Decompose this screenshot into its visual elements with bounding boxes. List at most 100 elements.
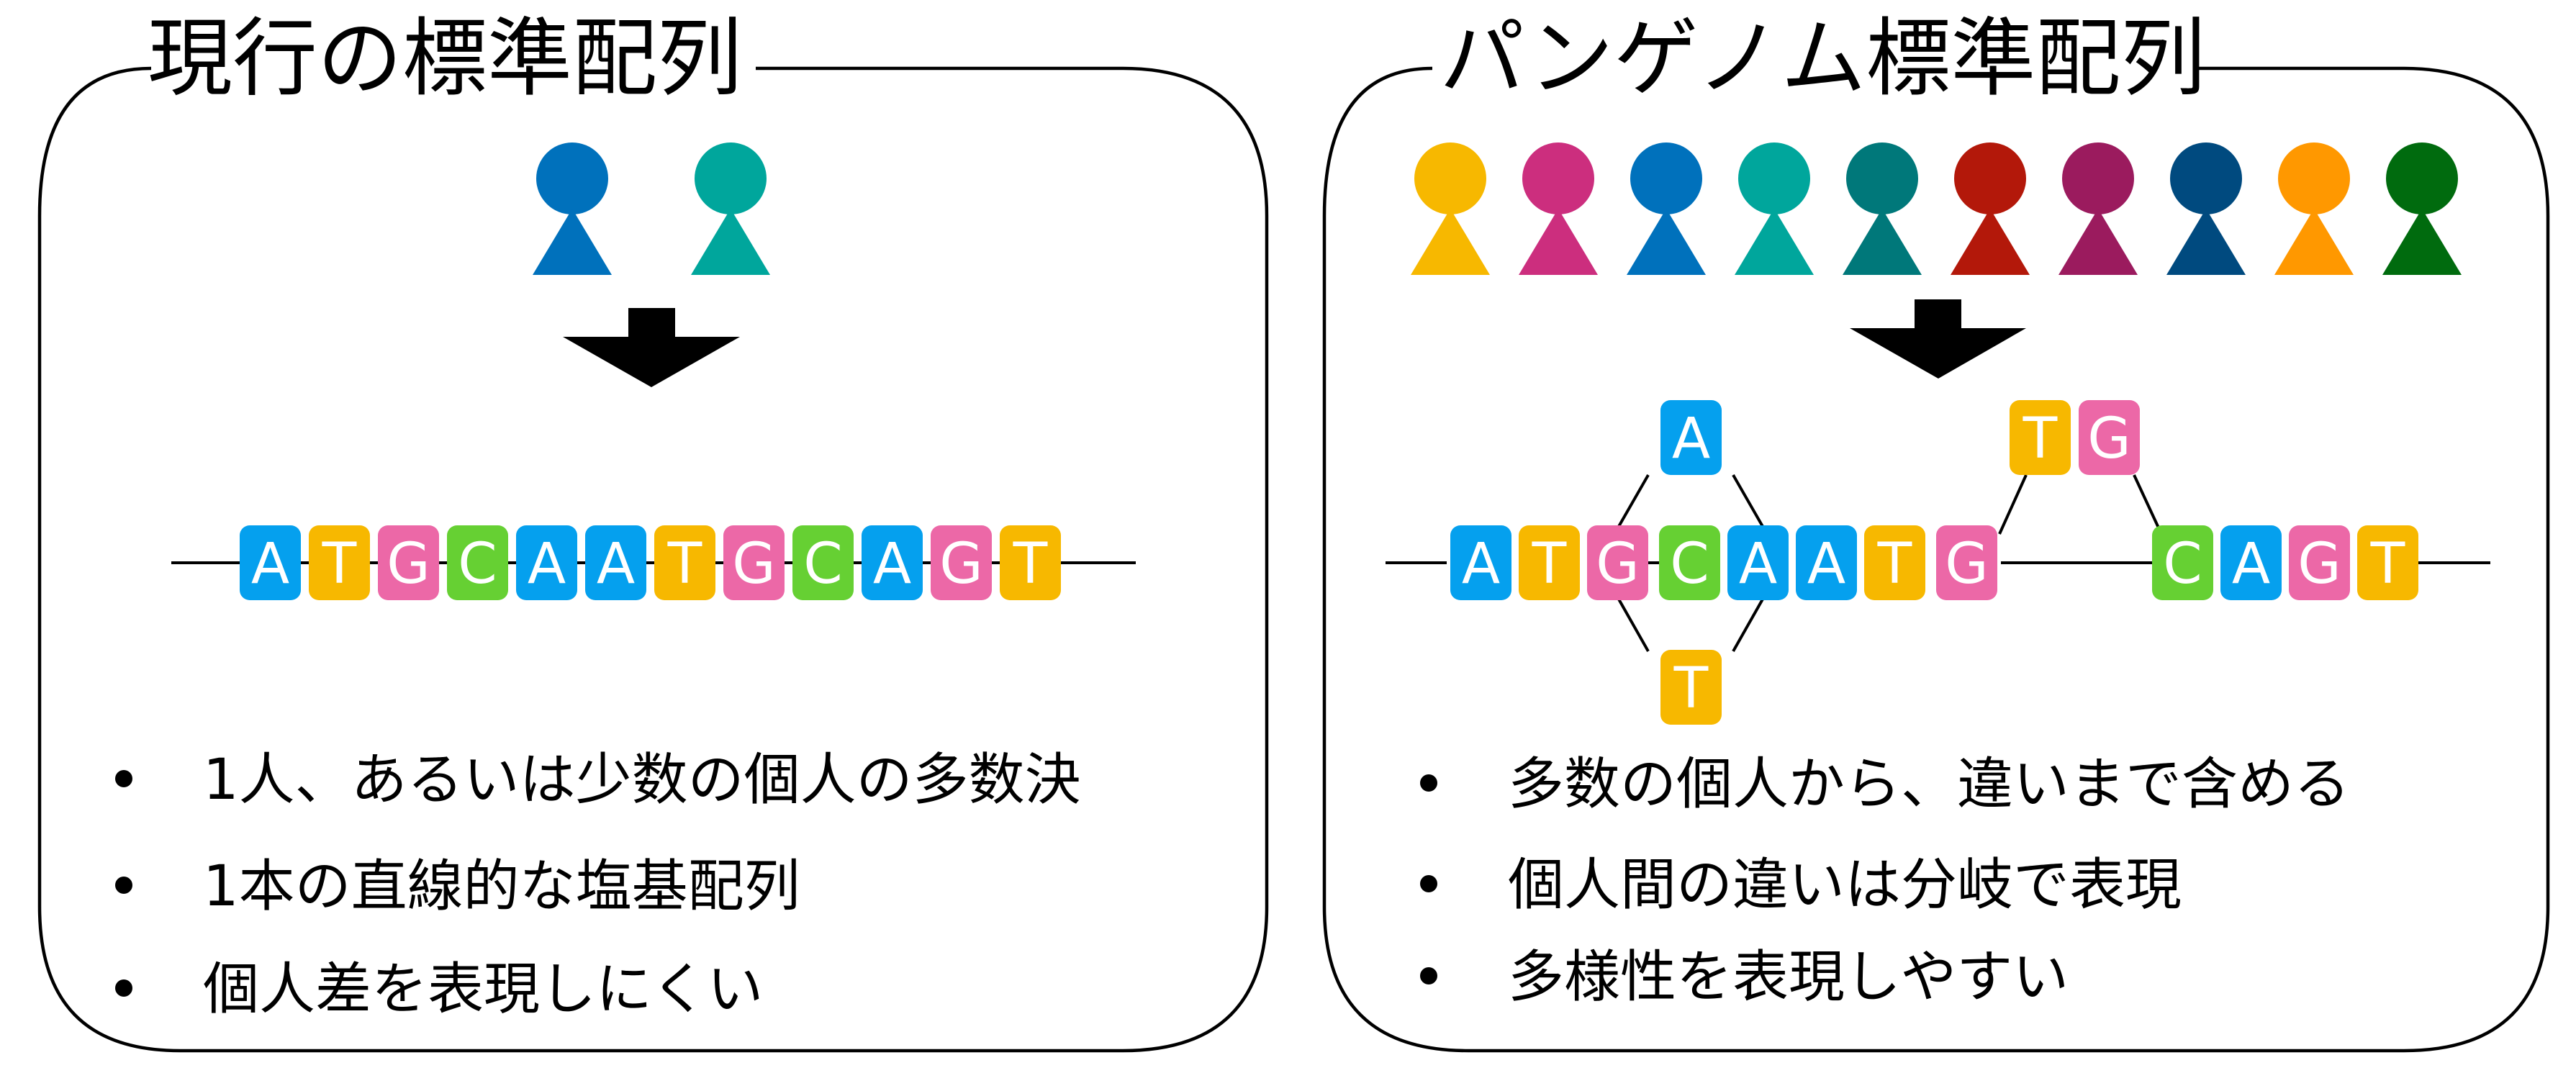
- right-base-2: T: [1519, 525, 1580, 600]
- right-person-1: [1411, 142, 1490, 275]
- base-tile: [723, 525, 785, 600]
- right-base-12: T: [2357, 525, 2418, 600]
- base-letter: G: [732, 532, 775, 597]
- base-tile: [1659, 525, 1720, 600]
- person-head: [536, 142, 608, 214]
- right-person-3: [1627, 142, 1706, 275]
- person-body: [2058, 209, 2138, 275]
- base-letter: G: [1596, 532, 1639, 597]
- base-tile: [240, 525, 301, 600]
- person-body: [2382, 209, 2462, 275]
- base-letter: A: [251, 532, 289, 597]
- bullet-dot: [1420, 774, 1437, 792]
- person-head: [1954, 142, 2026, 214]
- left-people-group: [533, 142, 770, 275]
- base-letter: G: [387, 532, 430, 597]
- right-person-9: [2274, 142, 2354, 275]
- base-tile: [1864, 525, 1925, 600]
- right-person-10: [2382, 142, 2462, 275]
- right-base-1: A: [1450, 525, 1511, 600]
- base-tile: [1000, 525, 1061, 600]
- person-head: [695, 142, 767, 214]
- right-bullet-list: 多数の個人から、違いまで含める 個人間の違いは分岐で表現 多様性を表現しやすい: [1420, 752, 2350, 1010]
- right-base-10: A: [2220, 525, 2282, 600]
- person-body: [2274, 209, 2354, 275]
- base-tile: [585, 525, 646, 600]
- person-head: [1738, 142, 1810, 214]
- base-letter: T: [1877, 532, 1912, 597]
- base-letter: A: [1462, 532, 1500, 597]
- right-base-4: C: [1659, 525, 1720, 600]
- base-letter: A: [2232, 532, 2270, 597]
- base-tile: [2357, 525, 2418, 600]
- base-tile: [1587, 525, 1648, 600]
- base-tile: [1936, 525, 1997, 600]
- base-tile: [1727, 525, 1789, 600]
- bullet-dot: [115, 979, 132, 997]
- right-base-9: C: [2152, 525, 2213, 600]
- base-tile: [654, 525, 715, 600]
- right-down-arrow: [1850, 299, 2026, 379]
- person-body: [1519, 209, 1598, 275]
- person-body: [1951, 209, 2030, 275]
- base-letter: T: [1532, 532, 1567, 597]
- person-body: [533, 209, 612, 275]
- base-letter: T: [1013, 532, 1048, 597]
- base-tile: [1519, 525, 1580, 600]
- person-body: [1843, 209, 1922, 275]
- left-base-3: G: [378, 525, 439, 600]
- left-base-12: T: [1000, 525, 1061, 600]
- left-base-4: C: [447, 525, 508, 600]
- right-person-5: [1843, 142, 1922, 275]
- person-body: [2166, 209, 2246, 275]
- base-letter: A: [597, 532, 635, 597]
- base-tile: [2152, 525, 2213, 600]
- insertion-node-1: T: [2010, 400, 2071, 475]
- base-tile: [1796, 525, 1857, 600]
- base-letter: T: [322, 532, 357, 597]
- right-person-2: [1519, 142, 1598, 275]
- left-bullet-3: 個人差を表現しにくい: [203, 957, 763, 1022]
- left-panel-title: 現行の標準配列: [148, 9, 742, 108]
- base-letter: A: [1672, 407, 1710, 471]
- base-letter: A: [528, 532, 566, 597]
- right-base-5: A: [1727, 525, 1789, 600]
- base-tile: [2079, 400, 2140, 475]
- right-person-8: [2166, 142, 2246, 275]
- bullet-dot: [115, 770, 132, 787]
- base-tile: [1450, 525, 1511, 600]
- snp-top-node: A: [1660, 400, 1722, 475]
- right-bullet-3: 多様性を表現しやすい: [1508, 945, 2069, 1010]
- snp-bottom-node: T: [1660, 650, 1722, 725]
- base-letter: C: [803, 532, 842, 597]
- base-letter: C: [1670, 532, 1709, 597]
- base-letter: G: [939, 532, 982, 597]
- left-panel-frame: [37, 66, 1269, 1053]
- right-base-6: A: [1796, 525, 1857, 600]
- right-base-3: G: [1587, 525, 1648, 600]
- bullet-dot: [1420, 967, 1437, 984]
- person-head: [1414, 142, 1486, 214]
- left-base-11: G: [931, 525, 992, 600]
- base-tile: [1660, 400, 1722, 475]
- right-base-8: G: [1936, 525, 1997, 600]
- base-letter: A: [1739, 532, 1777, 597]
- left-base-10: A: [862, 525, 923, 600]
- right-people-group: [1411, 142, 2462, 275]
- bullet-dot: [1420, 875, 1437, 892]
- base-tile: [2289, 525, 2350, 600]
- right-person-7: [2058, 142, 2138, 275]
- left-bullet-list: 1人、あるいは少数の個人の多数決 1本の直線的な塩基配列 個人差を表現しにくい: [115, 748, 1081, 1022]
- person-head: [1522, 142, 1594, 214]
- base-letter: G: [2297, 532, 2341, 597]
- base-letter: T: [2370, 532, 2405, 597]
- base-letter: C: [458, 532, 497, 597]
- base-tile: [1660, 650, 1722, 725]
- left-bullet-1: 1人、あるいは少数の個人の多数決: [203, 748, 1081, 812]
- person-head: [2062, 142, 2134, 214]
- person-body: [691, 209, 770, 275]
- right-panel-title: パンゲノム標準配列: [1440, 9, 2205, 108]
